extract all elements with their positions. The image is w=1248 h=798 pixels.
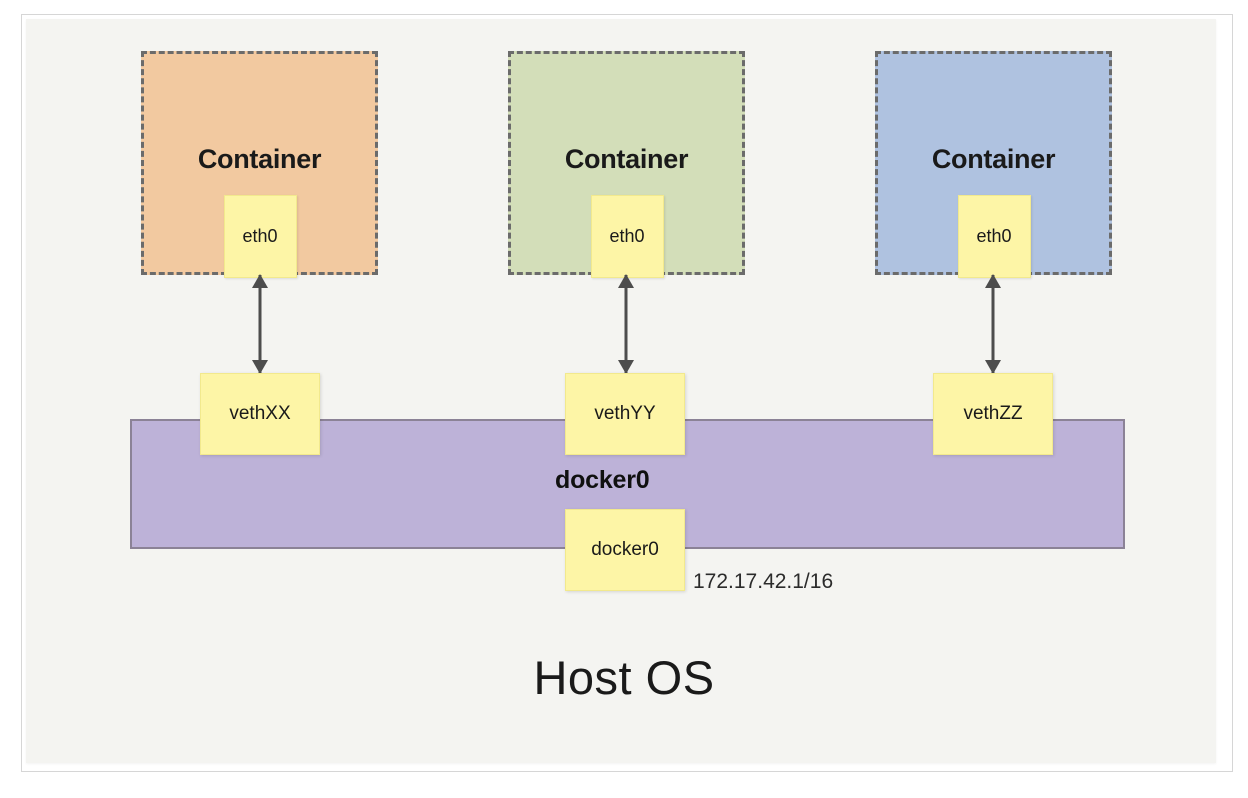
container-title-1: Container [197,144,322,174]
container-box-2: Container eth0 [508,51,745,278]
docker0-ip-label: 172.17.42.1/16 [693,570,834,593]
container-title-3: Container [931,144,1056,174]
container-box-3: Container eth0 [875,51,1112,278]
veth-box-3: vethZZ [933,373,1053,455]
container-eth0-3: eth0 [957,195,1031,278]
arrow-eth0-vethxx-icon [252,274,268,374]
docker0-port-box: docker0 [565,509,685,591]
arrow-eth0-vethzz-icon [985,274,1001,374]
host-os-label: Host OS [533,651,715,704]
veth-box-2: vethYY [565,373,685,455]
veth-box-1: vethXX [200,373,320,455]
container-eth0-1: eth0 [223,195,297,278]
arrow-eth0-vethyy-icon [618,274,634,374]
container-eth0-2: eth0 [590,195,664,278]
container-box-1: Container eth0 [141,51,378,278]
container-title-2: Container [564,144,689,174]
docker0-bridge-label: docker0 [555,466,650,494]
